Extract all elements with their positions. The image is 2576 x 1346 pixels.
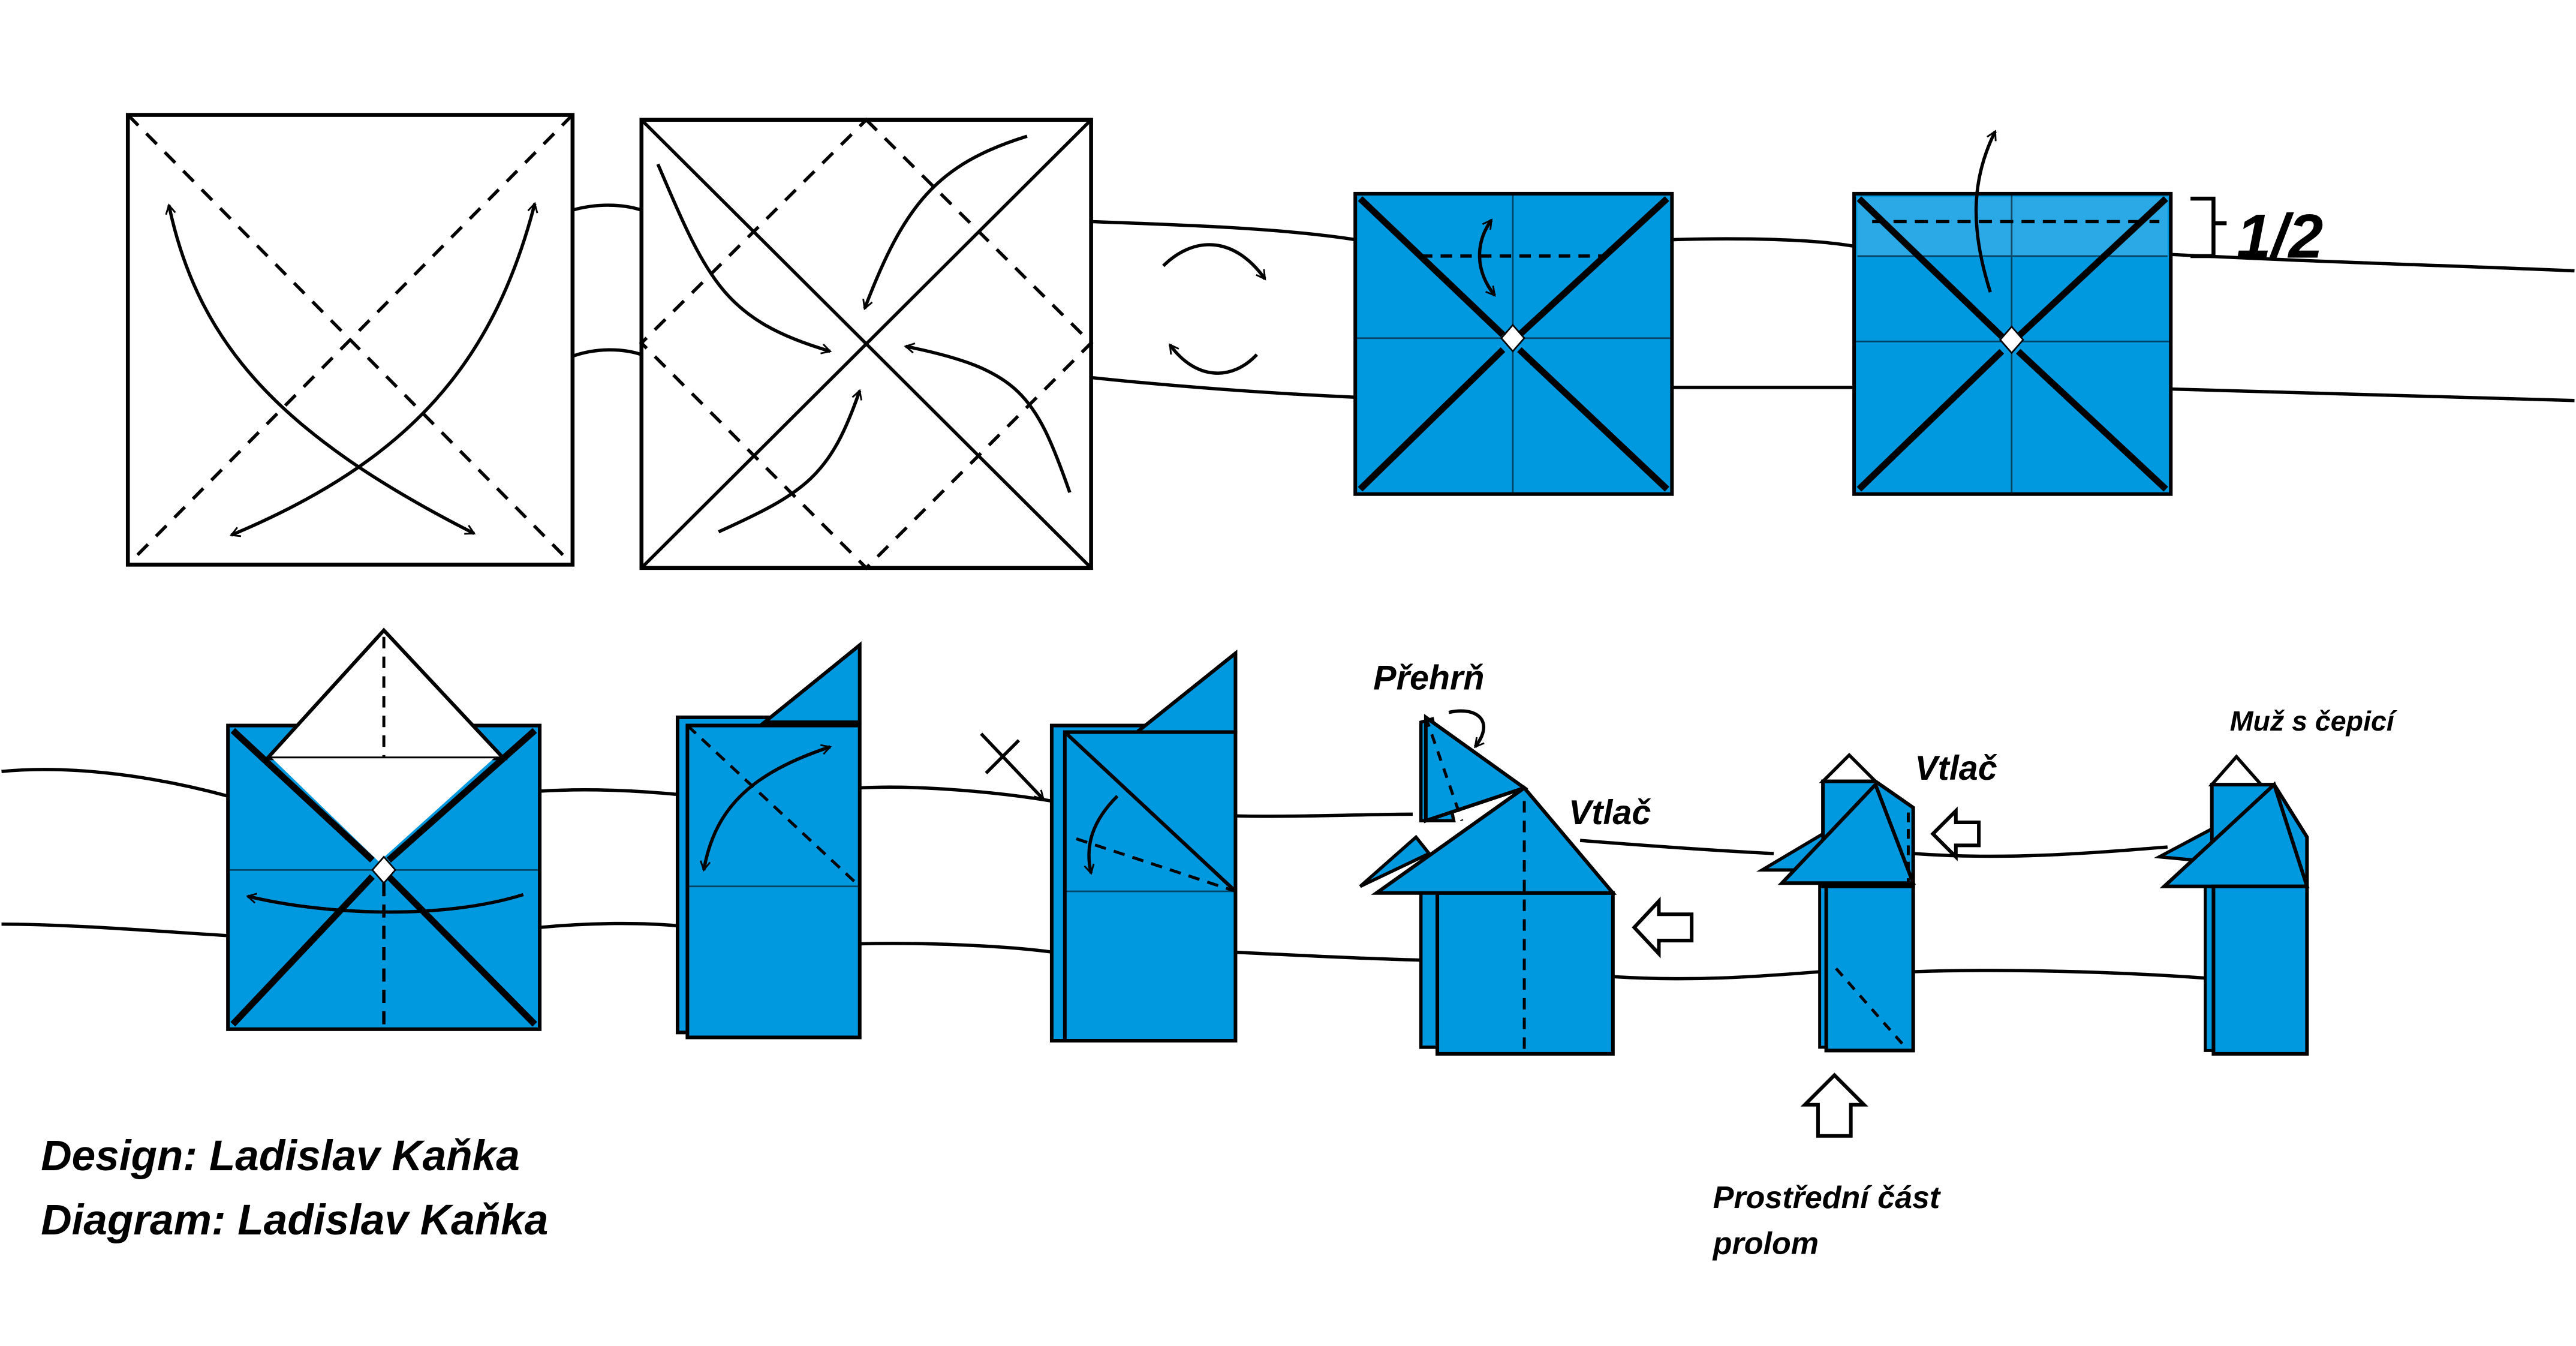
muz-label: Muž s čepicí	[2230, 705, 2397, 737]
step-4-arrow	[1974, 130, 1997, 293]
half-label: 1/2	[2237, 202, 2324, 272]
vtlac-label-1: Vtlač	[1569, 794, 1651, 832]
step-7-arrow	[1084, 795, 1119, 875]
prostredni-label-line2: prolom	[1712, 1227, 1819, 1261]
design-credit: Design: Ladislav Kaňka	[41, 1132, 520, 1180]
step-9-shape	[1756, 752, 1916, 1053]
step-1-square	[125, 113, 575, 567]
push-arrow-2	[1930, 806, 1981, 861]
step-3-arrow	[1477, 218, 1496, 297]
step-10-final-shape	[2153, 754, 2310, 1056]
step-5-square	[226, 627, 542, 1031]
diagram-credit: Diagram: Ladislav Kaňka	[41, 1197, 548, 1244]
step-8-shape	[1359, 709, 1617, 1056]
step-4-square	[1852, 130, 2227, 496]
step-2-square	[639, 117, 1094, 570]
push-arrow-up	[1800, 1072, 1868, 1138]
prostredni-label-line1: Prostřední část	[1713, 1180, 1942, 1215]
step-3-square	[1353, 191, 1674, 496]
turn-over-arrows	[1162, 243, 1266, 375]
prehrn-label: Přehrň	[1373, 659, 1484, 697]
step-6-arrow	[700, 744, 832, 872]
half-bracket	[2190, 196, 2227, 259]
step-6-shape	[675, 641, 862, 1039]
step-8-arrow	[1448, 709, 1485, 749]
step-7-shape	[980, 649, 1238, 1043]
connector-bands	[1, 203, 2575, 981]
step-2-arrows	[656, 134, 1072, 534]
vtlac-label-2: Vtlač	[1915, 749, 1997, 788]
step-1-arrows	[165, 202, 538, 537]
step-7-press-arrow	[980, 732, 1045, 801]
push-arrow-1	[1632, 896, 1694, 959]
step-5-arrow	[246, 893, 524, 914]
